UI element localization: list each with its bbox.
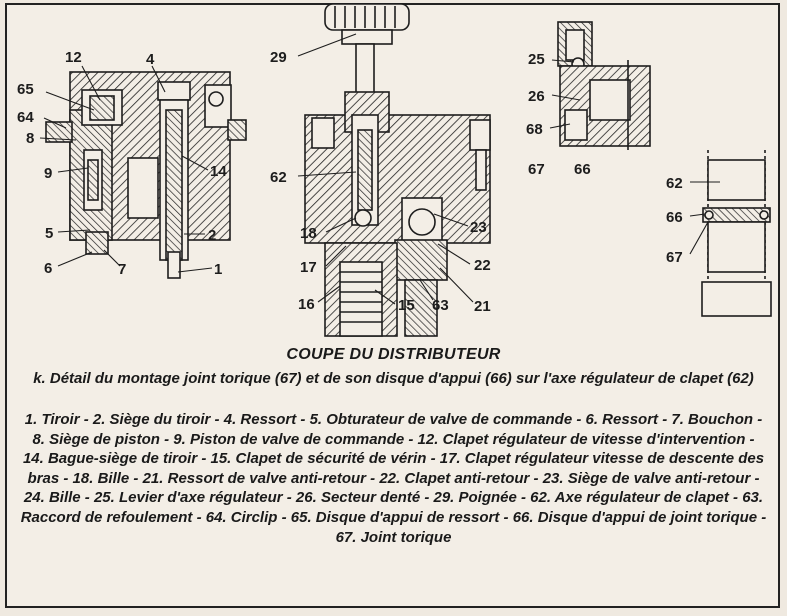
part-label-1: 1	[214, 261, 222, 278]
part-label-68: 68	[526, 121, 543, 138]
axis-detail-k	[701, 150, 772, 318]
lever-detail-section	[557, 21, 651, 150]
part-label-26: 26	[528, 88, 545, 105]
part-label-18: 18	[300, 225, 317, 242]
center-valve-section	[304, 3, 491, 337]
part-label-7: 7	[118, 261, 126, 278]
leader-lines	[39, 33, 720, 305]
part-label-17: 17	[300, 259, 317, 276]
figure-legend: 1. Tiroir - 2. Siège du tiroir - 4. Ress…	[20, 411, 767, 546]
part-label-9: 9	[44, 165, 52, 182]
part-label-62-detail: 62	[666, 175, 683, 192]
part-label-22: 22	[474, 257, 491, 274]
part-label-6: 6	[44, 260, 52, 277]
part-label-67-detail: 67	[666, 249, 683, 266]
left-valve-section	[45, 71, 247, 279]
part-label-4: 4	[146, 51, 155, 68]
part-label-25: 25	[528, 51, 545, 68]
part-label-66: 66	[574, 161, 591, 178]
part-label-15: 15	[398, 297, 415, 314]
part-label-29: 29	[270, 49, 287, 66]
part-labels: 12 4 65 64 8 9 14 5 2 6 7 1 29 62 18 17 …	[17, 49, 683, 315]
part-label-5: 5	[45, 225, 53, 242]
part-label-21: 21	[474, 298, 491, 315]
part-label-16: 16	[298, 296, 315, 313]
part-label-67: 67	[528, 161, 545, 178]
part-label-65: 65	[17, 81, 34, 98]
part-label-2: 2	[208, 227, 216, 244]
part-label-66-detail: 66	[666, 209, 683, 226]
part-label-8: 8	[26, 130, 34, 147]
part-label-14: 14	[210, 163, 227, 180]
part-label-64: 64	[17, 109, 34, 126]
figure-detail-note: k. Détail du montage joint torique (67) …	[33, 370, 754, 387]
figure-title: COUPE DU DISTRIBUTEUR	[286, 346, 501, 363]
part-label-62: 62	[270, 169, 287, 186]
part-label-23: 23	[470, 219, 487, 236]
part-label-63: 63	[432, 297, 449, 314]
part-label-12: 12	[65, 49, 82, 66]
